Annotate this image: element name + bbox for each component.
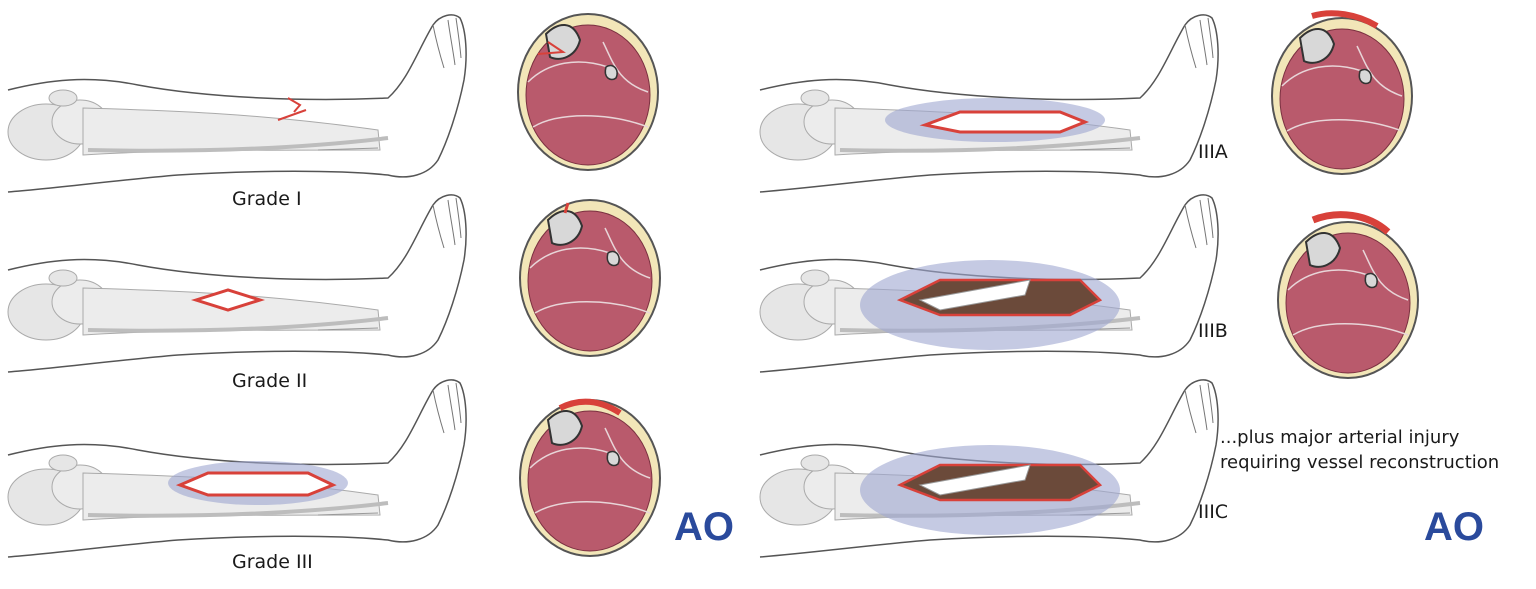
leg-grade-3 bbox=[6, 377, 469, 559]
leg-grade-3c bbox=[758, 377, 1221, 559]
label-grade-3: Grade III bbox=[232, 551, 313, 573]
cross-section-grade-3b bbox=[1277, 211, 1419, 379]
wound-grade-3a bbox=[919, 110, 1090, 134]
wound-grade-1 bbox=[277, 97, 307, 121]
wound-grade-2 bbox=[190, 288, 266, 312]
label-grade-1: Grade I bbox=[232, 188, 302, 210]
leg-grade-1 bbox=[6, 12, 469, 194]
wound-grade-3 bbox=[175, 471, 337, 497]
ao-logo-left: AO bbox=[674, 505, 734, 549]
cross-section-grade-1 bbox=[517, 13, 659, 171]
cross-section-grade-3a bbox=[1271, 10, 1413, 175]
leg-grade-2 bbox=[6, 192, 469, 374]
cross-section-grade-3 bbox=[519, 398, 661, 557]
label-grade-3a: IIIA bbox=[1198, 141, 1228, 163]
label-grade-3b: IIIB bbox=[1198, 320, 1228, 342]
label-grade-3c: IIIC bbox=[1198, 501, 1228, 523]
ao-logo-right: AO bbox=[1424, 505, 1484, 549]
leg-grade-3a bbox=[758, 12, 1221, 194]
leg-grade-3b bbox=[758, 192, 1221, 374]
label-grade-2: Grade II bbox=[232, 370, 307, 392]
note-line-1: ...plus major arterial injury bbox=[1220, 427, 1460, 448]
cross-section-grade-2 bbox=[519, 199, 661, 357]
note-line-2: requiring vessel reconstruction bbox=[1220, 452, 1499, 473]
